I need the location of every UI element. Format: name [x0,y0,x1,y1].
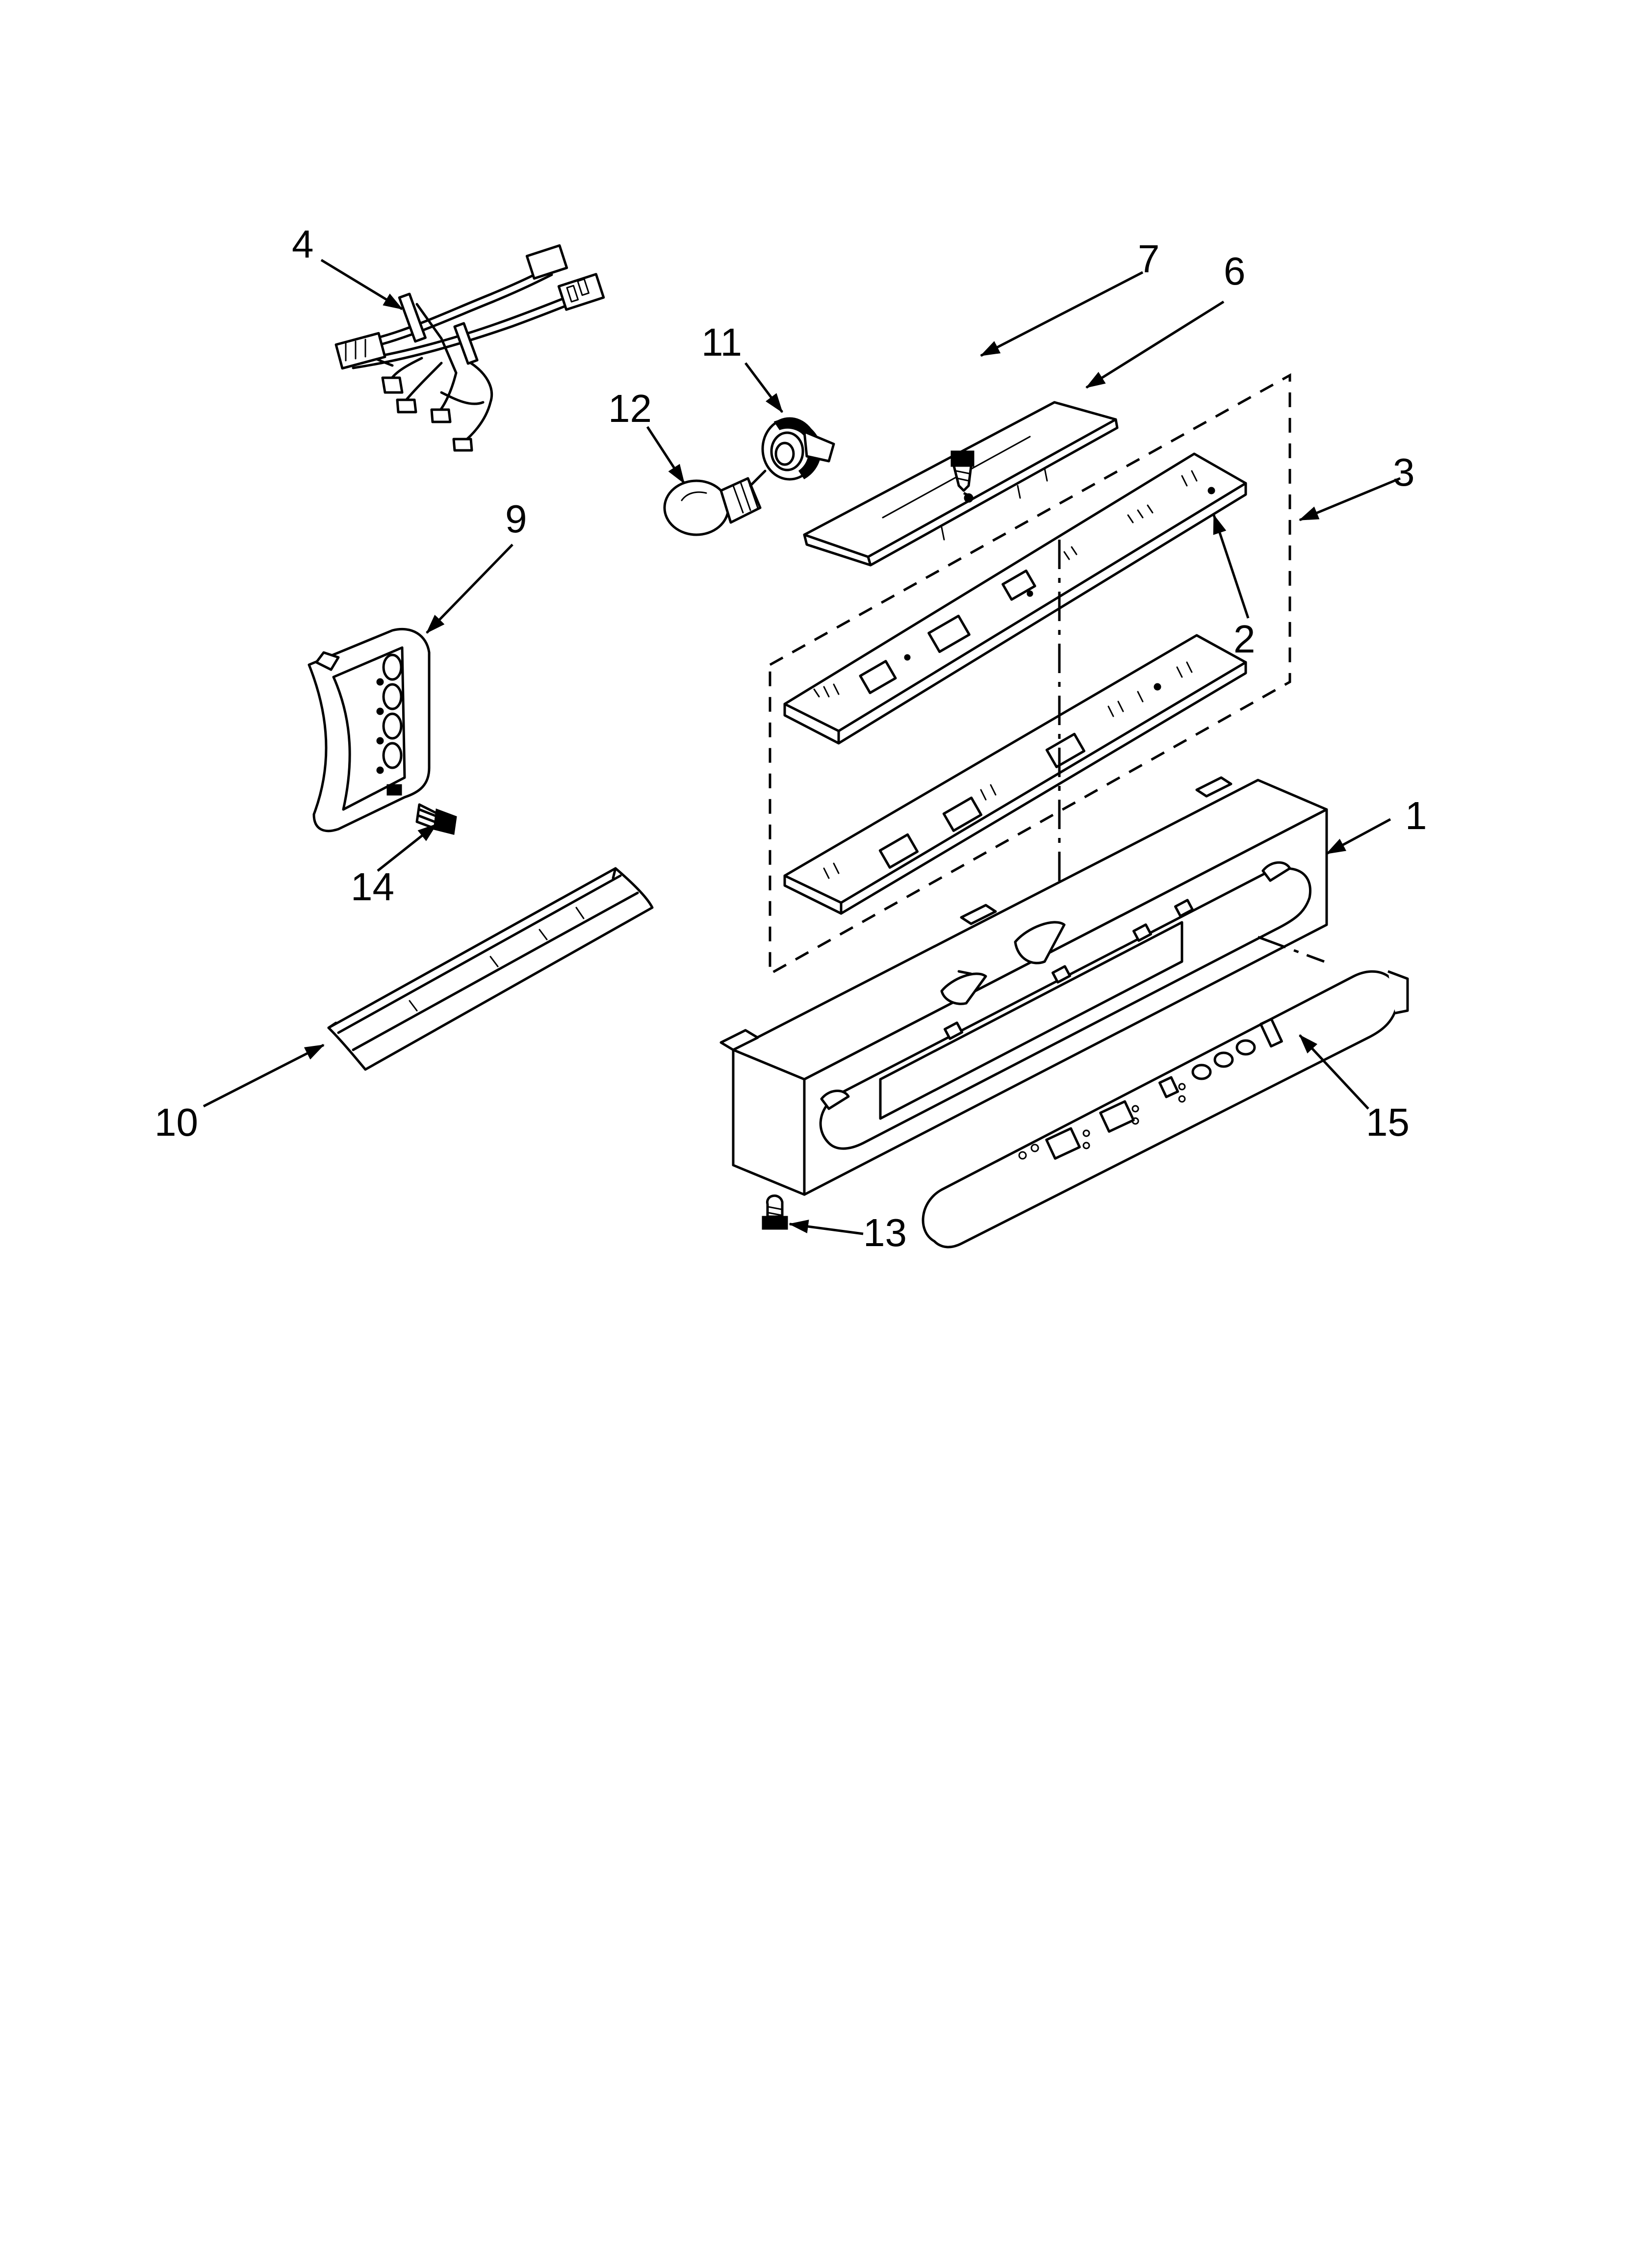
callout-1: 1 [1405,794,1427,837]
part-screw-bezel [415,803,457,835]
part-channel-trough [327,867,654,1071]
leader-lines [203,259,1401,1235]
part-control-housing [719,776,1328,1196]
callout-4: 4 [292,222,314,266]
callout-7: 7 [1138,237,1160,281]
part-control-overlay [922,970,1409,1249]
callout-6: 6 [1224,249,1246,293]
callout-3: 3 [1393,450,1415,494]
part-bulb-socket [749,417,835,487]
part-wire-harness [334,244,605,452]
callout-14: 14 [351,865,394,909]
callout-11: 11 [701,320,742,364]
callout-12: 12 [608,387,652,430]
part-control-assembly-outline [769,373,1291,976]
part-screw-cover [950,450,975,497]
callout-labels: 4 7 6 11 12 3 2 9 1 14 10 15 13 [154,222,1427,1254]
callout-9: 9 [505,497,527,541]
callout-15: 15 [1366,1100,1410,1144]
callout-10: 10 [154,1100,198,1144]
callout-13: 13 [863,1211,907,1254]
callout-2: 2 [1233,617,1256,661]
part-control-board-upper [783,452,1247,745]
part-screw-housing [762,1194,788,1230]
part-light-bulb [663,477,762,536]
part-dispenser-bezel [308,627,431,833]
